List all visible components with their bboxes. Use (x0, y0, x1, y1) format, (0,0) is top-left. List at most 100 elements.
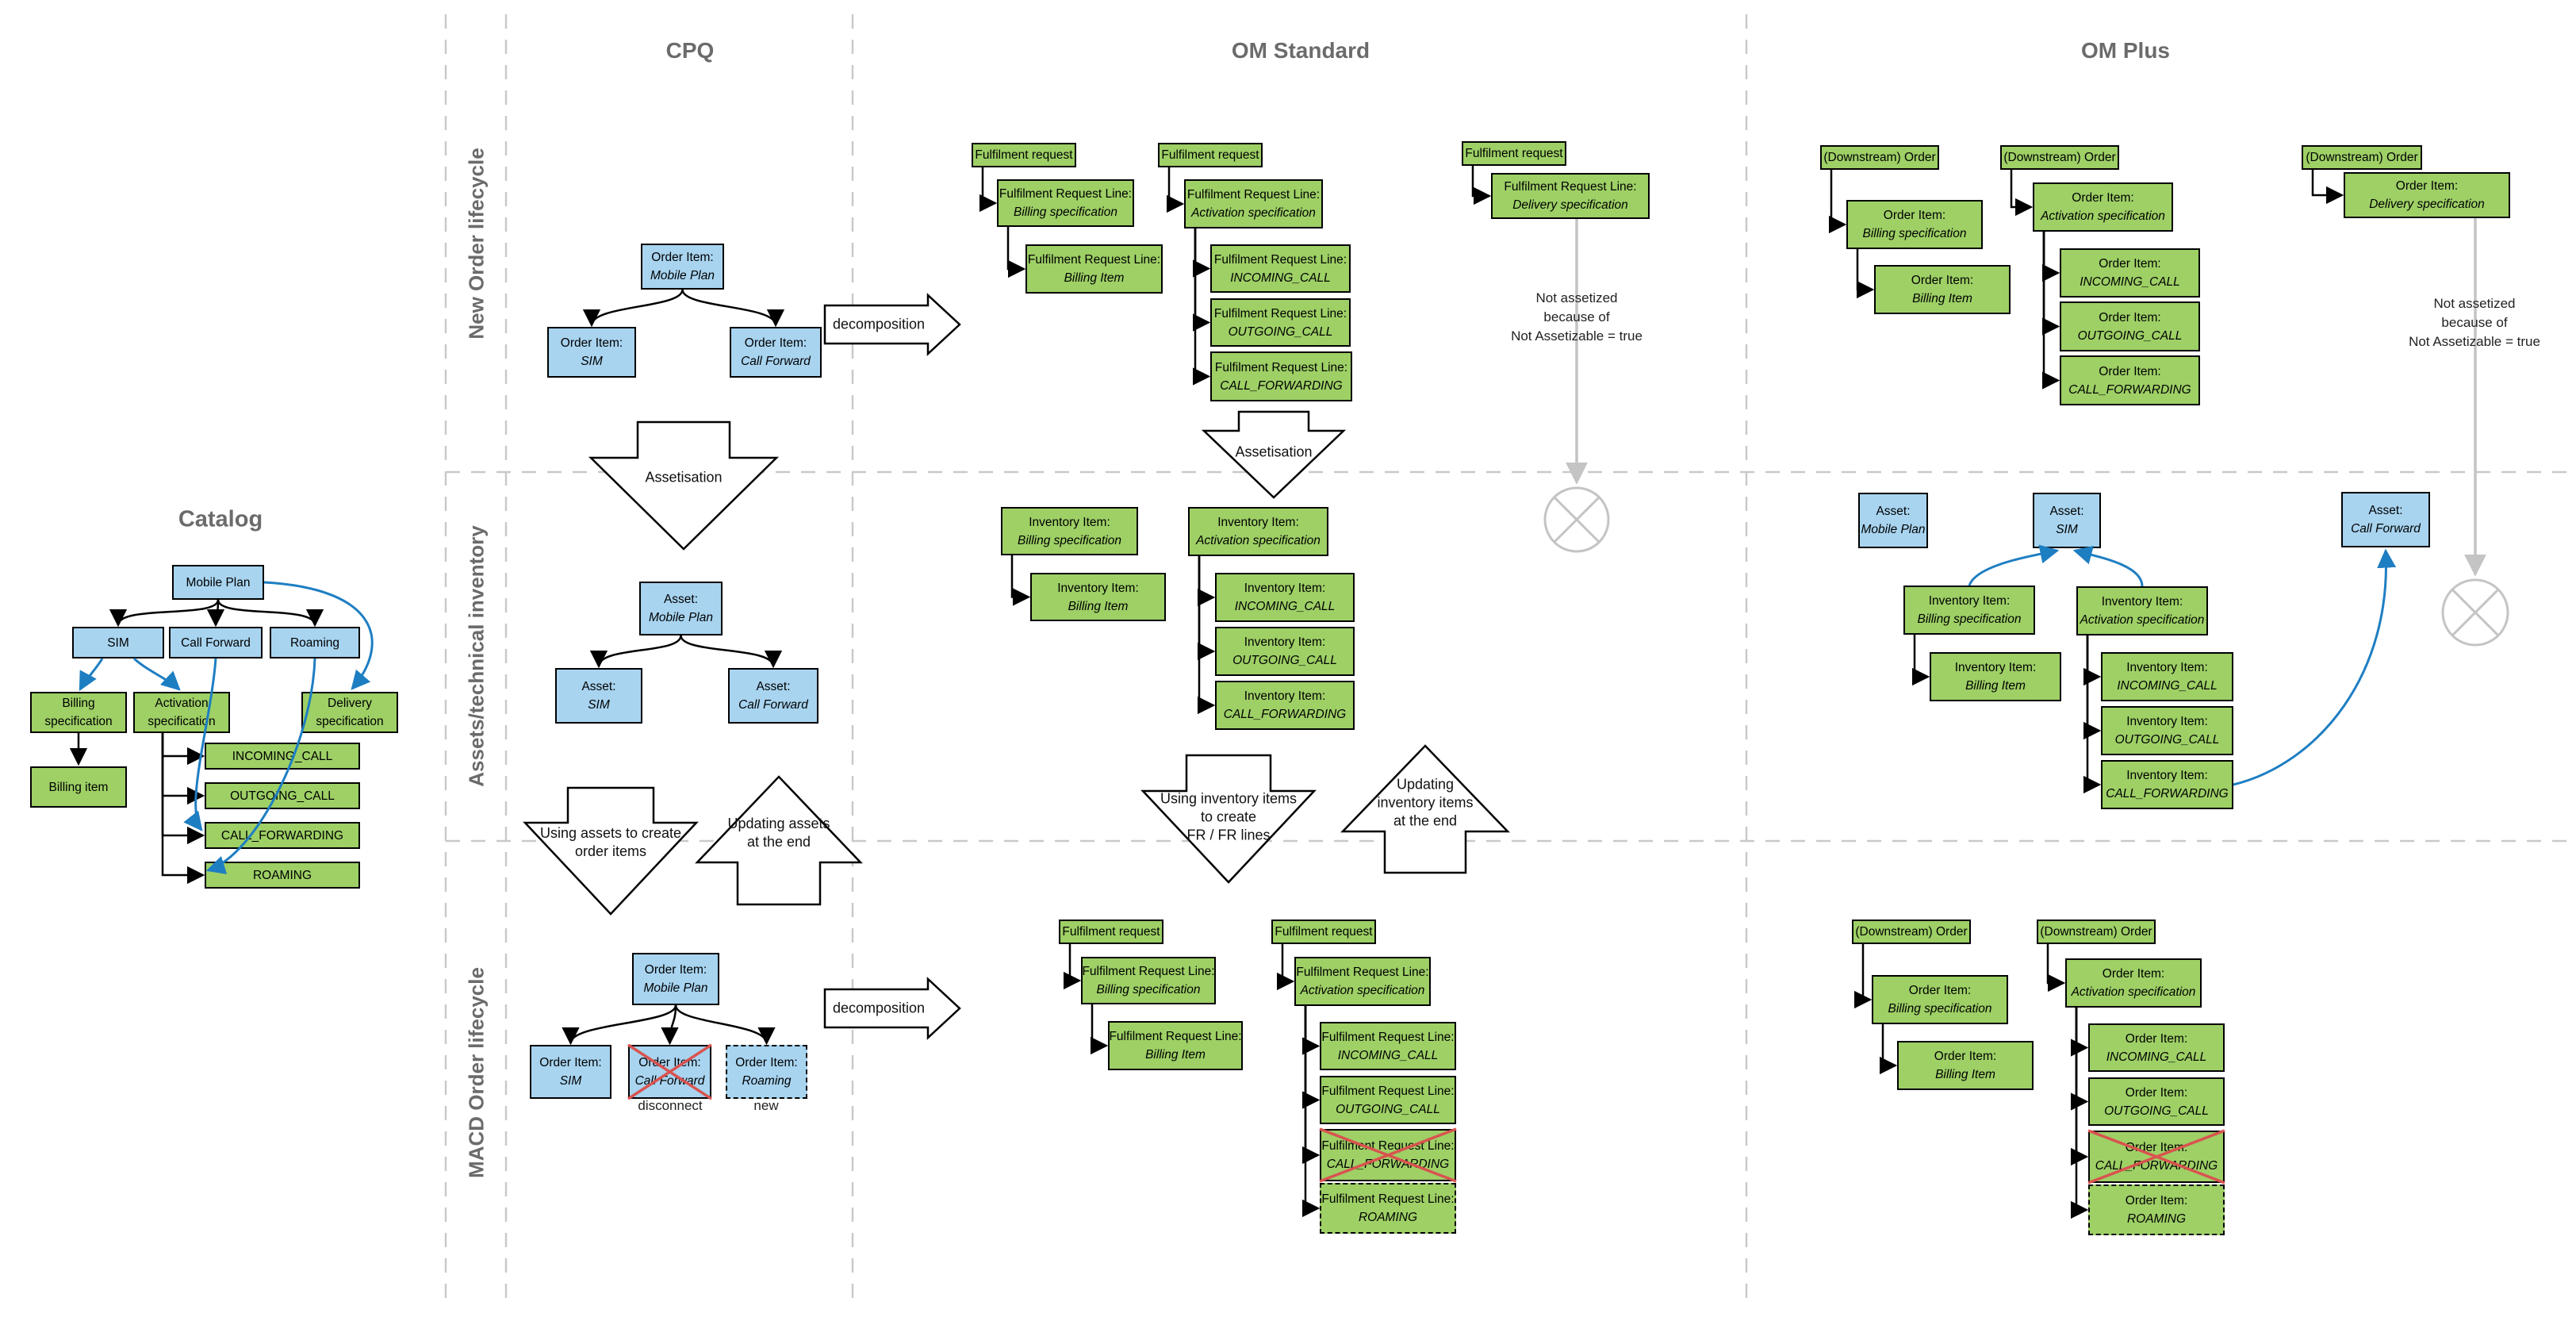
omplus-new-oi-call-forwarding-label: Order Item: (2099, 364, 2161, 378)
omstd-inv-billing-item-label: Inventory Item: (1057, 581, 1139, 595)
omplus-macd-oi-call-forwarding-label: Order Item: (2125, 1141, 2188, 1154)
omstd-macd-frl-billing-specification: Fulfilment Request Line:Billing specific… (1081, 957, 1216, 1004)
catalog-call-forwarding-label: CALL_FORWARDING (220, 828, 344, 843)
omplus-macd-oi-incoming-call-sublabel: INCOMING_CALL (2106, 1050, 2207, 1064)
omstd-new-frl-incoming-call-sublabel: INCOMING_CALL (1230, 271, 1331, 285)
omplus-new-oi-incoming-call-sublabel: INCOMING_CALL (2080, 275, 2180, 289)
cpq-new-order-item-sim-sublabel: SIM (581, 355, 603, 368)
omstd-macd-fulfilment-request-1-label: Fulfilment request (1062, 925, 1160, 939)
omstd-new-frl-billing-item-sublabel: Billing Item (1064, 271, 1125, 285)
cpq-asset-sim-sublabel: SIM (588, 698, 610, 712)
omstd-macd-frl-outgoing-call-sublabel: OUTGOING_CALL (1336, 1102, 1440, 1116)
omstd-inv-call-forwarding: Inventory Item:CALL_FORWARDING (1215, 681, 1355, 730)
omplus-asset-mobile-plan: Asset:Mobile Plan (1858, 493, 1928, 548)
catalog-sim: SIM (72, 627, 164, 658)
cpq-new-order-item-mobile-plan-sublabel: Mobile Plan (650, 269, 715, 282)
omstd-new-frl-delivery-specification: Fulfilment Request Line:Delivery specifi… (1491, 173, 1650, 219)
omstd-new-frl-billing-specification-label: Fulfilment Request Line: (999, 187, 1133, 201)
omstd-inv-billing-item-sublabel: Billing Item (1068, 599, 1129, 613)
omplus-new-oi-billing-specification-label: Order Item: (1883, 209, 1946, 222)
omstd-new-frl-billing-item: Fulfilment Request Line:Billing Item (1025, 244, 1163, 294)
omplus-new-oi-billing-item-sublabel: Billing Item (1912, 292, 1972, 305)
catalog-activation-specification-sublabel: specification (148, 715, 216, 728)
omplus-new-oi-call-forwarding: Order Item:CALL_FORWARDING (2060, 355, 2200, 405)
cpq-macd-order-item-mobile-plan-sublabel: Mobile Plan (643, 981, 708, 995)
omstd-inv-billing-specification-sublabel: Billing specification (1018, 533, 1121, 547)
omstd-macd-frl-roaming: Fulfilment Request Line: ROAMING (1320, 1183, 1456, 1234)
omplus-macd-oi-billing-item-label: Order Item: (1934, 1050, 1997, 1063)
catalog-roaming: Roaming (270, 627, 360, 658)
omplus-new-oi-activation-specification: Order Item:Activation specification (2033, 182, 2173, 232)
omstd-new-frl-incoming-call: Fulfilment Request Line:INCOMING_CALL (1210, 244, 1351, 293)
catalog-call-forward: Call Forward (169, 627, 263, 658)
omstd-macd-frl-roaming-sublabel: ROAMING (1358, 1211, 1418, 1224)
catalog-outgoing-call-label: OUTGOING_CALL (230, 789, 335, 803)
cpq-macd-order-item-sim-sublabel: SIM (559, 1074, 582, 1088)
omstd-new-frl-outgoing-call: Fulfilment Request Line:OUTGOING_CALL (1210, 298, 1351, 347)
omstd-macd-fulfilment-request-1: Fulfilment request (1059, 920, 1163, 944)
cpq-macd-order-item-sim: Order Item:SIM (530, 1045, 611, 1099)
omstd-inv-incoming-call-label: Inventory Item: (1244, 582, 1326, 595)
catalog-roaming-item-label: ROAMING (252, 868, 312, 882)
omplus-asset-mobile-plan-label: Asset: (1876, 505, 1911, 518)
omplus-inv-billing-specification: Inventory Item:Billing specification (1903, 586, 2035, 635)
omplus-new-downstream-order-2-label: (Downstream) Order (2003, 151, 2116, 164)
process-arrow-2 (588, 420, 780, 551)
omplus-inv-billing-specification-label: Inventory Item: (1928, 594, 2011, 608)
omplus-new-downstream-order-3: (Downstream) Order (2302, 145, 2422, 170)
process-arrow-6 (1140, 754, 1317, 884)
omplus-macd-downstream-order-2: (Downstream) Order (2037, 920, 2156, 944)
omplus-new-downstream-order-2: (Downstream) Order (2000, 145, 2119, 170)
omstd-inv-incoming-call: Inventory Item:INCOMING_CALL (1215, 573, 1355, 622)
omplus-macd-oi-activation-specification-label: Order Item: (2102, 967, 2165, 981)
omplus-new-oi-activation-specification-label: Order Item: (2072, 191, 2134, 205)
cpq-new-order-item-call-forward-label: Order Item: (744, 336, 807, 350)
omplus-inv-incoming-call-sublabel: INCOMING_CALL (2117, 679, 2218, 693)
omplus-asset-call-forward-sublabel: Call Forward (2351, 522, 2421, 536)
omplus-new-oi-outgoing-call-label: Order Item: (2099, 310, 2161, 324)
catalog-sim-label: SIM (107, 635, 129, 650)
omstd-macd-frl-outgoing-call: Fulfilment Request Line:OUTGOING_CALL (1320, 1076, 1456, 1124)
cpq-new-order-item-mobile-plan: Order Item:Mobile Plan (641, 244, 724, 290)
omstd-macd-frl-call-forwarding: Fulfilment Request Line:CALL_FORWARDING (1320, 1129, 1456, 1181)
omplus-asset-sim-sublabel: SIM (2056, 523, 2078, 536)
omstd-new-frl-delivery-specification-sublabel: Delivery specification (1512, 198, 1628, 212)
omplus-inv-call-forwarding-label: Inventory Item: (2126, 769, 2208, 782)
omplus-new-oi-incoming-call-label: Order Item: (2099, 257, 2161, 271)
omplus-inv-activation-specification: Inventory Item:Activation specification (2076, 586, 2208, 635)
omstd-macd-frl-incoming-call-sublabel: INCOMING_CALL (1337, 1048, 1439, 1062)
cpq-macd-order-item-roaming: Order Item:Roaming (726, 1045, 807, 1099)
omplus-inv-billing-item-sublabel: Billing Item (1965, 679, 2026, 693)
omstd-macd-frl-incoming-call: Fulfilment Request Line:INCOMING_CALL (1320, 1022, 1456, 1070)
omplus-macd-oi-roaming-label: Order Item: (2125, 1194, 2188, 1208)
catalog-mobile-plan: Mobile Plan (172, 565, 264, 600)
omplus-macd-oi-roaming: Order Item:ROAMING (2088, 1184, 2225, 1235)
catalog-incoming-call: INCOMING_CALL (205, 743, 360, 770)
omplus-macd-oi-outgoing-call-label: Order Item: (2125, 1085, 2188, 1100)
omstd-macd-frl-billing-item-label: Fulfilment Request Line: (1109, 1030, 1242, 1043)
omplus-new-oi-delivery-specification-label: Order Item: (2395, 179, 2459, 193)
omplus-new-oi-delivery-specification-sublabel: Delivery specification (2369, 198, 2485, 211)
process-arrow-4 (523, 786, 699, 916)
omstd-new-frl-billing-specification-sublabel: Billing specification (1014, 205, 1117, 219)
omplus-inv-billing-item-label: Inventory Item: (1954, 661, 2037, 674)
catalog-billing-specification-label: Billing (62, 697, 95, 710)
omplus-macd-oi-billing-specification-sublabel: Billing specification (1888, 1002, 1992, 1016)
omstd-macd-frl-roaming-label: Fulfilment Request Line: (1321, 1192, 1455, 1206)
omplus-new-oi-outgoing-call-sublabel: OUTGOING_CALL (2077, 328, 2183, 343)
cpq-new-order-item-call-forward: Order Item:Call Forward (730, 327, 822, 378)
omplus-new-oi-billing-specification: Order Item:Billing specification (1846, 200, 1983, 249)
omstd-inv-outgoing-call-sublabel: OUTGOING_CALL (1232, 654, 1337, 667)
omplus-macd-oi-activation-specification: Order Item:Activation specification (2065, 958, 2202, 1008)
omplus-macd-oi-billing-item: Order Item:Billing Item (1897, 1041, 2034, 1090)
omstd-new-fulfilment-request-3-label: Fulfilment request (1465, 147, 1563, 160)
cpq-macd-order-item-call-forward-sublabel: Call Forward (634, 1074, 705, 1088)
omstd-new-frl-activation-specification-label: Fulfilment Request Line: (1186, 188, 1321, 202)
omstd-inv-billing-specification: Inventory Item:Billing specification (1001, 507, 1138, 555)
omplus-inv-call-forwarding-sublabel: CALL_FORWARDING (2106, 787, 2229, 801)
omstd-macd-frl-activation-specification-sublabel: Activation specification (1300, 984, 1425, 997)
